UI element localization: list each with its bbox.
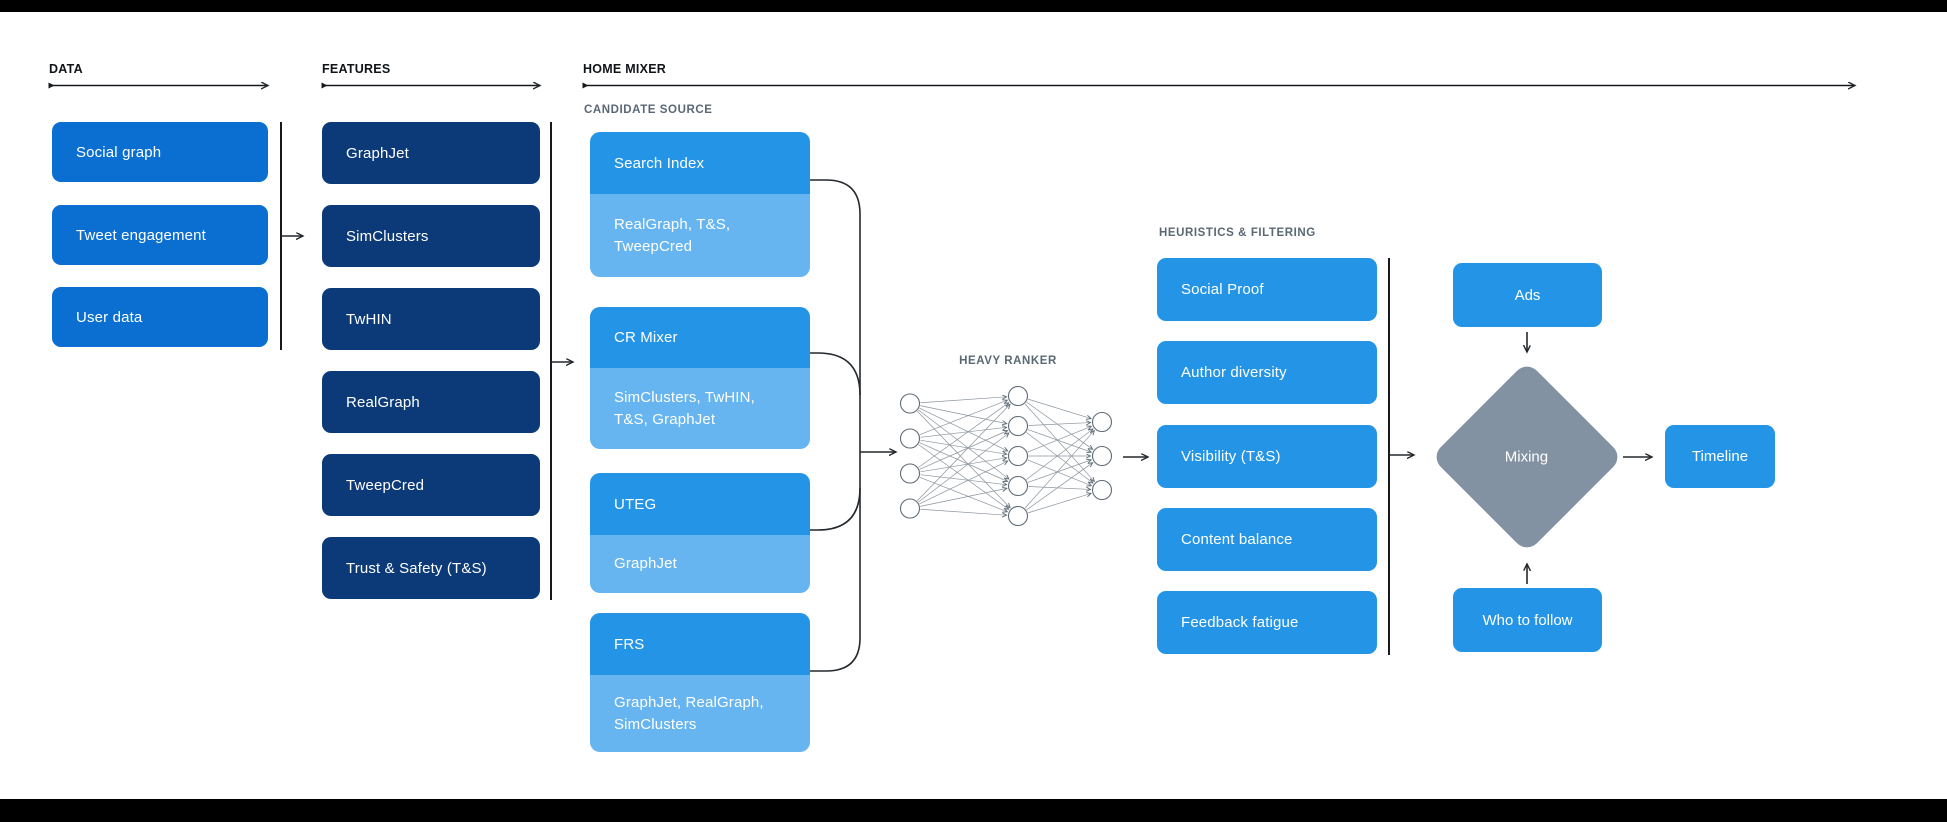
data-box-label: User data	[76, 308, 143, 326]
heuristic-box-label: Feedback fatigue	[1181, 614, 1299, 631]
flow-arrows	[281, 236, 1652, 584]
heuristic-box-content-balance: Content balance	[1157, 508, 1377, 571]
feature-box-simclusters: SimClusters	[322, 205, 540, 267]
feature-box-twhin: TwHIN	[322, 288, 540, 350]
who-to-follow-box: Who to follow	[1453, 588, 1602, 652]
network-node	[1091, 445, 1113, 467]
bottom-letterbox-bar	[0, 799, 1947, 822]
heuristic-box-label: Author diversity	[1181, 364, 1287, 381]
candidate-merge-curves	[810, 179, 861, 672]
source-inputs: SimClusters, TwHIN, T&S, GraphJet	[590, 368, 810, 449]
data-box-label: Social graph	[76, 143, 162, 161]
data-box-user-data: User data	[52, 287, 268, 347]
column-dividers	[280, 122, 1390, 655]
network-node	[899, 463, 921, 484]
section-header-features: FEATURES	[322, 62, 391, 76]
network-node	[1091, 479, 1113, 501]
feature-box-graphjet: GraphJet	[322, 122, 540, 184]
section-header-home-mixer: HOME MIXER	[583, 62, 667, 76]
source-box-cr-mixer: CR Mixer SimClusters, TwHIN, T&S, GraphJ…	[590, 307, 810, 449]
heuristic-box-label: Social Proof	[1181, 281, 1264, 298]
feature-box-label: GraphJet	[346, 144, 409, 162]
data-box-tweet-engagement: Tweet engagement	[52, 205, 268, 265]
source-inputs: GraphJet	[590, 535, 810, 593]
source-name: CR Mixer	[590, 307, 810, 368]
heuristic-box-label: Content balance	[1181, 531, 1293, 548]
source-name: UTEG	[590, 473, 810, 535]
network-node	[1007, 505, 1029, 527]
section-header-data: DATA	[49, 62, 83, 76]
feature-box-label: RealGraph	[346, 393, 420, 411]
data-box-label: Tweet engagement	[76, 226, 206, 244]
feature-box-label: SimClusters	[346, 227, 429, 245]
network-node	[899, 428, 921, 449]
source-name: FRS	[590, 613, 810, 675]
network-node	[899, 498, 921, 519]
feature-box-label: Trust & Safety (T&S)	[346, 559, 487, 577]
source-box-search-index: Search Index RealGraph, T&S, TweepCred	[590, 132, 810, 277]
subheader-candidate-source: CANDIDATE SOURCE	[584, 104, 713, 116]
feature-box-realgraph: RealGraph	[322, 371, 540, 433]
feature-box-tweepcred: TweepCred	[322, 454, 540, 516]
source-box-uteg: UTEG GraphJet	[590, 473, 810, 593]
data-box-social-graph: Social graph	[52, 122, 268, 182]
network-node	[1007, 445, 1029, 467]
heuristic-box-visibility: Visibility (T&S)	[1157, 425, 1377, 488]
heuristic-box-social-proof: Social Proof	[1157, 258, 1377, 321]
heavy-ranker-network	[899, 385, 1113, 527]
top-letterbox-bar	[0, 0, 1947, 12]
network-node	[1091, 411, 1113, 433]
subheader-heavy-ranker: HEAVY RANKER	[959, 355, 1057, 367]
ads-box: Ads	[1453, 263, 1602, 327]
source-inputs: GraphJet, RealGraph, SimClusters	[590, 675, 810, 752]
feature-box-trust-safety: Trust & Safety (T&S)	[322, 537, 540, 599]
subheader-heuristics-filtering: HEURISTICS & FILTERING	[1159, 227, 1316, 239]
timeline-box: Timeline	[1665, 425, 1775, 488]
network-node	[899, 393, 921, 414]
source-box-frs: FRS GraphJet, RealGraph, SimClusters	[590, 613, 810, 752]
network-node	[1007, 385, 1029, 407]
source-name: Search Index	[590, 132, 810, 194]
heuristic-box-feedback-fatigue: Feedback fatigue	[1157, 591, 1377, 654]
feature-box-label: TweepCred	[346, 476, 425, 494]
heuristic-box-author-diversity: Author diversity	[1157, 341, 1377, 404]
heuristic-box-label: Visibility (T&S)	[1181, 448, 1281, 465]
network-node	[1007, 475, 1029, 497]
network-node	[1007, 415, 1029, 437]
feature-box-label: TwHIN	[346, 310, 392, 328]
source-inputs: RealGraph, T&S, TweepCred	[590, 194, 810, 277]
